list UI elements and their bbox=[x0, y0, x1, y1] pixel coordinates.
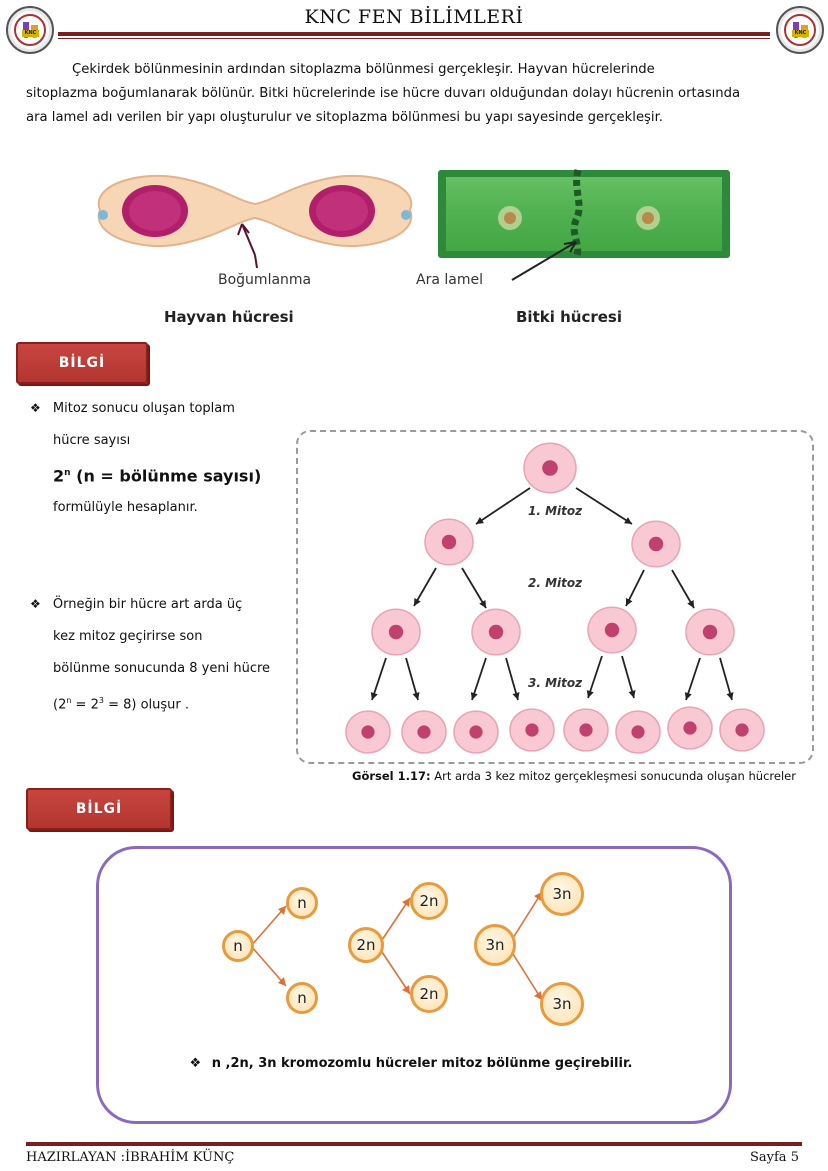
mitosis-cell-l3-0 bbox=[345, 710, 391, 754]
formula-exponent: n bbox=[64, 468, 71, 478]
info-bullet-1: ❖ Mitoz sonucu oluşan toplam hücre sayıs… bbox=[30, 392, 290, 524]
info-1-line-1: Mitoz sonucu oluşan toplam bbox=[52, 401, 235, 416]
cytokinesis-figure bbox=[97, 169, 730, 281]
info-2-line-3: bölünme sonucunda 8 yeni hücre bbox=[53, 661, 271, 676]
logo-left-text: KNC bbox=[22, 30, 39, 37]
cell-n-child-top: n bbox=[286, 887, 318, 919]
mitosis-cell-l3-7 bbox=[719, 708, 765, 752]
page-title: KNC FEN BİLİMLERİ bbox=[304, 6, 524, 28]
mitosis-cell-l3-3 bbox=[509, 708, 555, 752]
info-1-line-4: formülüyle hesaplanır. bbox=[53, 500, 198, 516]
cell-3n-parent: 3n bbox=[474, 924, 516, 966]
mitosis-label-2: 2. Mitoz bbox=[528, 576, 583, 590]
logo-right-text: KNC bbox=[792, 30, 809, 37]
mitosis-cell-l2-1 bbox=[471, 608, 521, 656]
mitosis-cell-l3-5 bbox=[615, 710, 661, 754]
formula-rest: (n = bölünme sayısı) bbox=[70, 466, 262, 486]
eq-part-b: = 2 bbox=[71, 697, 99, 713]
logo-left: KNC bbox=[6, 6, 54, 54]
logo-right: KNC bbox=[776, 6, 824, 54]
mitosis-cell-l1-1 bbox=[631, 520, 681, 568]
eq-part-c: = 8) oluşur . bbox=[103, 697, 190, 713]
intro-line-3: ara lamel adı verilen bir yapı oluşturul… bbox=[26, 110, 663, 125]
mitosis-cell-l3-6 bbox=[667, 706, 713, 750]
header-rule-thin bbox=[58, 38, 770, 39]
info-1-line-2: hücre sayısı bbox=[53, 433, 131, 448]
intro-line-1: Çekirdek bölünmesinin ardından sitoplazm… bbox=[72, 62, 655, 77]
diamond-bullet-icon: ❖ bbox=[30, 401, 41, 415]
cell-n-parent: n bbox=[222, 930, 254, 962]
info-2-line-2: kez mitoz geçirirse son bbox=[53, 629, 203, 644]
cell-n-child-bottom: n bbox=[286, 982, 318, 1014]
info-bullet-2: ❖ Örneğin bir hücre art arda üç kez mito… bbox=[30, 588, 300, 721]
mitosis-cell-l2-0 bbox=[371, 608, 421, 656]
mitosis-cell-l3-1 bbox=[401, 710, 447, 754]
animal-cell-title: Hayvan hücresi bbox=[164, 308, 294, 326]
plant-cell-title: Bitki hücresi bbox=[516, 308, 622, 326]
ploidy-arrows bbox=[250, 891, 543, 1001]
eq-sup-n: n bbox=[66, 696, 72, 705]
cell-3n-child-bottom: 3n bbox=[540, 982, 584, 1026]
footer-rule bbox=[26, 1142, 802, 1146]
header-rule bbox=[58, 32, 770, 36]
mitosis-cell-l1-0 bbox=[424, 518, 474, 566]
animal-pinch-label: Boğumlanma bbox=[218, 272, 312, 288]
diamond-bullet-icon: ❖ bbox=[30, 597, 41, 611]
cell-2n-child-bottom: 2n bbox=[410, 975, 448, 1013]
mitosis-label-3: 3. Mitoz bbox=[528, 676, 583, 690]
plant-cell bbox=[438, 169, 730, 260]
animal-arrow bbox=[241, 223, 256, 256]
info-2-line-1: Örneğin bir hücre art arda üç bbox=[52, 597, 243, 612]
plant-arrow bbox=[511, 241, 577, 281]
figure-caption: Görsel 1.17: Art arda 3 kez mitoz gerçek… bbox=[352, 769, 796, 783]
animal-cell bbox=[97, 174, 413, 247]
eq-sup-3: 3 bbox=[98, 696, 104, 705]
mitosis-cell-l0 bbox=[523, 442, 577, 494]
ploidy-note: ❖ n ,2n, 3n kromozomlu hücreler mitoz bö… bbox=[96, 1056, 726, 1071]
mitosis-tree bbox=[345, 442, 765, 754]
info-2-line-4: (2n = 23 = 8) oluşur . bbox=[30, 685, 300, 721]
cell-2n-child-top: 2n bbox=[410, 882, 448, 920]
formula-base: 2 bbox=[53, 466, 65, 486]
mitosis-cell-l3-4 bbox=[563, 708, 609, 752]
plant-lamel-label: Ara lamel bbox=[416, 272, 483, 288]
eq-part-a: (2 bbox=[53, 697, 67, 713]
formula: 2n (n = bölünme sayısı) bbox=[30, 457, 290, 492]
intro-paragraph: Çekirdek bölünmesinin ardından sitoplazm… bbox=[26, 58, 806, 130]
page-number: Sayfa 5 bbox=[750, 1150, 799, 1165]
mitosis-cell-l2-3 bbox=[685, 608, 735, 656]
diamond-bullet-icon: ❖ bbox=[189, 1056, 202, 1071]
intro-line-2: sitoplazma boğumlanarak bölünür. Bitki h… bbox=[26, 86, 741, 101]
mitosis-cell-l2-2 bbox=[587, 606, 637, 654]
cell-3n-child-top: 3n bbox=[540, 872, 584, 916]
caption-text: Art arda 3 kez mitoz gerçekleşmesi sonuc… bbox=[430, 769, 796, 783]
info-banner-1: BİLGİ bbox=[16, 342, 148, 384]
mitosis-label-1: 1. Mitoz bbox=[528, 504, 583, 518]
info-banner-2: BİLGİ bbox=[26, 788, 172, 830]
mitosis-cell-l3-2 bbox=[453, 710, 499, 754]
cell-2n-parent: 2n bbox=[348, 927, 384, 963]
caption-label: Görsel 1.17: bbox=[352, 769, 431, 783]
ploidy-note-text: n ,2n, 3n kromozomlu hücreler mitoz bölü… bbox=[211, 1056, 633, 1071]
footer-author: HAZIRLAYAN :İBRAHİM KÜNÇ bbox=[26, 1150, 235, 1165]
